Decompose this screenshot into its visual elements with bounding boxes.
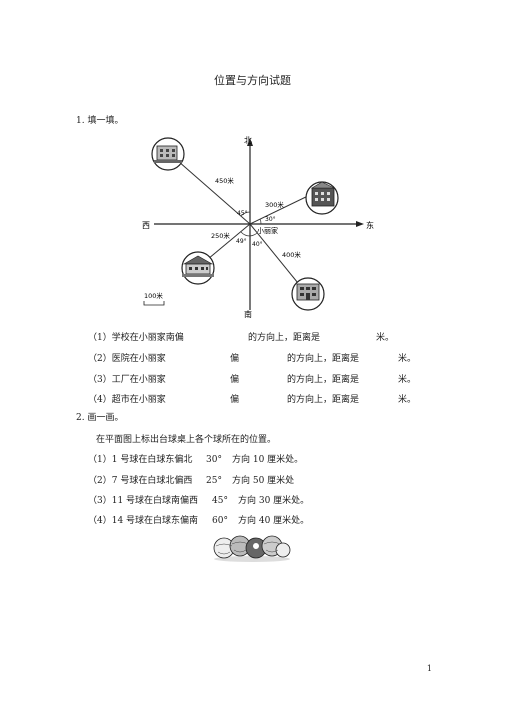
q2-line-2-angle: 25°	[206, 476, 222, 486]
q1-line-2-start: （2）医院在小丽家	[88, 354, 166, 364]
line-supermarket	[249, 223, 303, 289]
q2-line-1-start: （1）1 号球在白球东偏北	[88, 455, 193, 465]
factory-building-icon	[305, 181, 339, 215]
q2-line-3-end: 方向 30 厘米处。	[238, 496, 310, 506]
billiard-ball-icon	[275, 542, 291, 558]
billiard-balls-picture	[213, 535, 291, 562]
question-2-label: 2. 画一画。	[76, 413, 124, 423]
scale-bar	[143, 301, 165, 306]
q2-line-4-end: 方向 40 厘米处。	[238, 516, 310, 526]
page-number: 1	[426, 664, 432, 673]
school-building-icon	[181, 251, 215, 285]
north-label: 北	[244, 136, 252, 145]
q2-line-3-start: （3）11 号球在白球南偏西	[88, 496, 199, 506]
line-hospital	[169, 153, 251, 225]
q2-line-4-start: （4）14 号球在白球东偏南	[88, 516, 199, 526]
q1-line-4-end: 米。	[398, 395, 417, 405]
page-title: 位置与方向试题	[214, 74, 291, 87]
q1-line-3-start: （3）工厂在小丽家	[88, 375, 166, 385]
distance-250-label: 250米	[211, 231, 230, 240]
q1-line-1-mid: 的方向上，距离是	[248, 333, 321, 343]
q1-line-2-mid: 的方向上，距离是	[287, 354, 360, 364]
q1-line-4-start: （4）超市在小丽家	[88, 395, 166, 405]
q1-line-2-dir: 偏	[230, 354, 240, 364]
q2-line-2-end: 方向 50 厘米处	[232, 476, 295, 486]
angle-arc-49	[240, 231, 251, 237]
q1-line-4-mid: 的方向上，距离是	[287, 395, 360, 405]
angle-arc-40	[249, 232, 258, 237]
q1-line-1-start: （1）学校在小丽家南偏	[88, 333, 184, 343]
east-arrow	[356, 221, 364, 227]
west-label: 西	[142, 221, 150, 230]
q1-line-3-mid: 的方向上，距离是	[287, 375, 360, 385]
supermarket-building-icon	[291, 277, 325, 311]
angle-45-label: 45°	[237, 210, 248, 217]
angle-30-label: 30°	[265, 216, 276, 223]
q2-line-3-angle: 45°	[212, 496, 228, 506]
direction-diagram: 北 南 西 东 小丽家 450米 300米 250米 400米 45° 30° …	[142, 136, 374, 318]
q1-line-1-end: 米。	[376, 333, 395, 343]
q2-line-1-end: 方向 10 厘米处。	[232, 455, 304, 465]
south-label: 南	[244, 309, 252, 318]
scale-label: 100米	[144, 291, 163, 300]
east-label: 东	[366, 220, 374, 230]
q1-line-2-end: 米。	[398, 354, 417, 364]
distance-450-label: 450米	[215, 176, 234, 185]
q1-line-4-dir: 偏	[230, 395, 240, 405]
q2-intro: 在平面图上标出台球桌上各个球所在的位置。	[96, 435, 277, 445]
angle-arc-45	[240, 211, 251, 217]
table-shadow	[214, 556, 290, 562]
distance-300-label: 300米	[265, 200, 284, 209]
line-factory	[249, 193, 313, 225]
q1-line-3-dir: 偏	[230, 375, 240, 385]
hospital-building-icon	[151, 137, 185, 171]
angle-arc-30	[259, 218, 262, 225]
q2-line-1-angle: 30°	[206, 455, 222, 465]
question-1-label: 1. 填一填。	[76, 116, 124, 126]
angle-49-label: 49°	[236, 238, 247, 245]
north-arrow	[247, 138, 253, 146]
angle-40-label: 40°	[252, 241, 263, 248]
distance-400-label: 400米	[282, 250, 301, 259]
home-label: 小丽家	[257, 226, 278, 235]
q2-line-4-angle: 60°	[212, 516, 228, 526]
q2-line-2-start: （2）7 号球在白球北偏西	[88, 476, 193, 486]
q1-line-3-end: 米。	[398, 375, 417, 385]
